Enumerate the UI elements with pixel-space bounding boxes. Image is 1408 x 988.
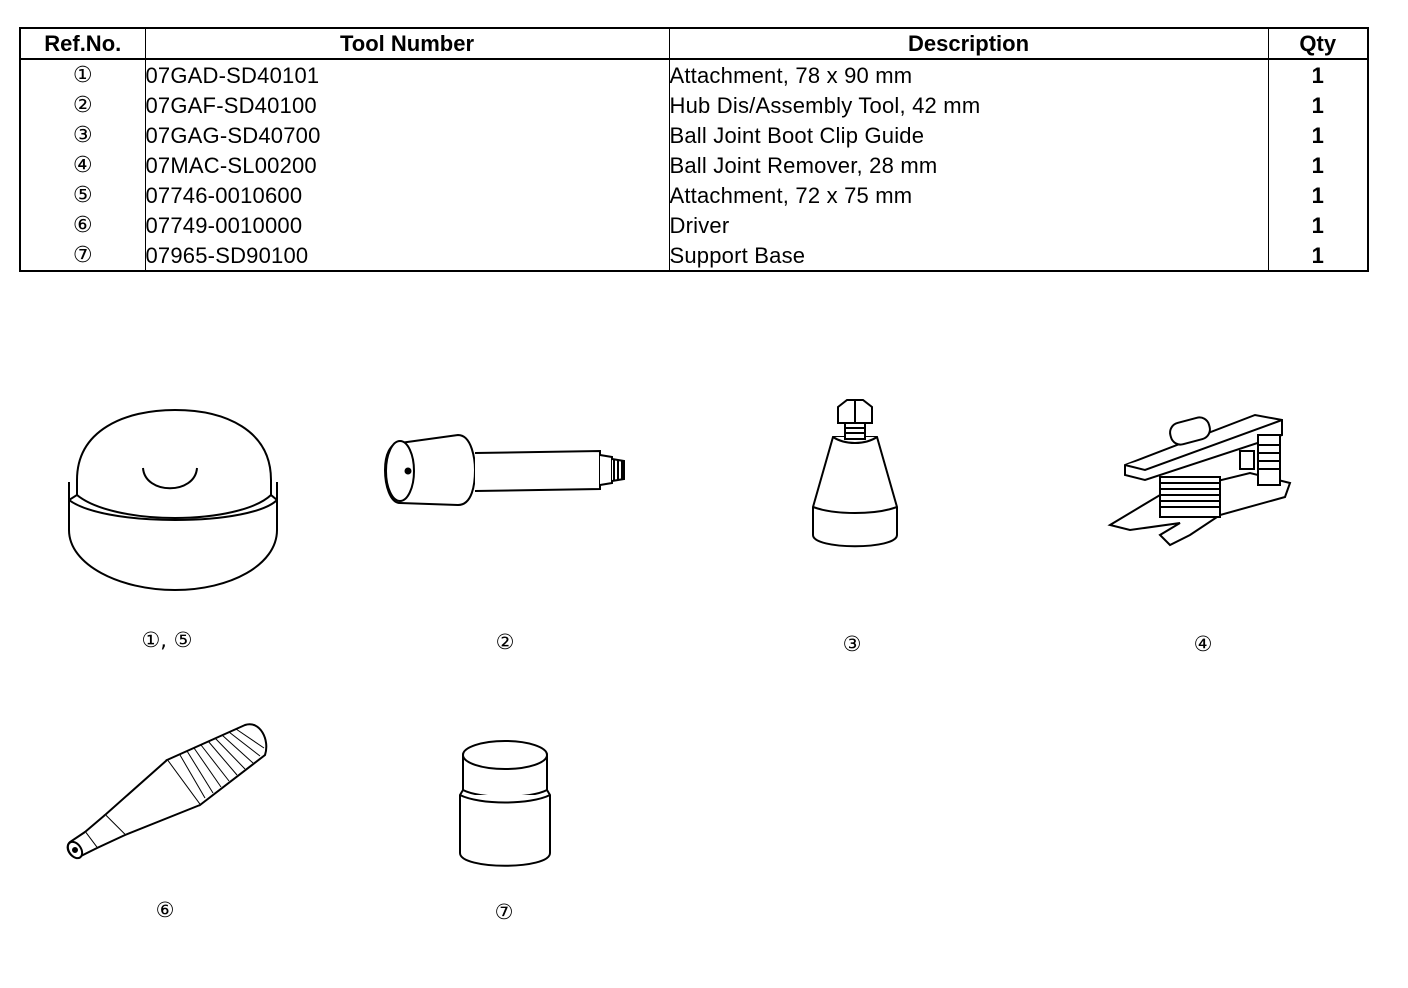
header-tool-number: Tool Number xyxy=(145,28,670,60)
clip-guide-illustration xyxy=(812,399,898,548)
cell-tool-number: 07GAF-SD40100 xyxy=(145,90,670,120)
caption-driver: ⑥ xyxy=(155,898,175,922)
table-row: ⑥ 07749-0010000 Driver 1 xyxy=(20,210,1368,240)
header-qty: Qty xyxy=(1268,28,1368,60)
cell-ref: ⑦ xyxy=(20,240,146,271)
ball-joint-remover-illustration xyxy=(1107,413,1292,547)
cell-description: Ball Joint Remover, 28 mm xyxy=(669,150,1269,180)
hub-tool-illustration xyxy=(383,433,625,507)
driver-illustration xyxy=(66,723,268,860)
cell-tool-number: 07965-SD90100 xyxy=(145,240,670,271)
attachment-illustration xyxy=(68,408,278,592)
caption-ball-joint-remover: ④ xyxy=(1193,632,1213,656)
cell-ref: ① xyxy=(20,59,146,90)
table-row: ⑤ 07746-0010600 Attachment, 72 x 75 mm 1 xyxy=(20,180,1368,210)
cell-tool-number: 07GAD-SD40101 xyxy=(145,59,670,90)
cell-ref: ⑤ xyxy=(20,180,146,210)
cell-qty: 1 xyxy=(1311,62,1324,88)
cell-tool-number: 07MAC-SL00200 xyxy=(145,150,670,180)
caption-hub-tool: ② xyxy=(495,630,515,654)
cell-qty: 1 xyxy=(1311,152,1324,178)
cell-ref: ② xyxy=(20,90,146,120)
cell-description: Attachment, 78 x 90 mm xyxy=(669,59,1269,90)
cell-tool-number: 07746-0010600 xyxy=(145,180,670,210)
tool-table: Ref.No. Tool Number Description Qty ① 07… xyxy=(19,27,1369,272)
table-header-row: Ref.No. Tool Number Description Qty xyxy=(20,28,1368,60)
cell-description: Support Base xyxy=(669,240,1269,271)
cell-qty: 1 xyxy=(1311,212,1324,238)
cell-qty: 1 xyxy=(1311,92,1324,118)
cell-description: Driver xyxy=(669,210,1269,240)
header-description: Description xyxy=(669,28,1269,60)
caption-support-base: ⑦ xyxy=(494,900,514,924)
cell-ref: ④ xyxy=(20,150,146,180)
table-row: ③ 07GAG-SD40700 Ball Joint Boot Clip Gui… xyxy=(20,120,1368,150)
header-ref-no: Ref.No. xyxy=(20,28,146,60)
cell-qty: 1 xyxy=(1311,182,1324,208)
cell-description: Attachment, 72 x 75 mm xyxy=(669,180,1269,210)
cell-ref: ③ xyxy=(20,120,146,150)
cell-tool-number: 07749-0010000 xyxy=(145,210,670,240)
cell-description: Hub Dis/Assembly Tool, 42 mm xyxy=(669,90,1269,120)
cell-ref: ⑥ xyxy=(20,210,146,240)
table-row: ④ 07MAC-SL00200 Ball Joint Remover, 28 m… xyxy=(20,150,1368,180)
table-row: ① 07GAD-SD40101 Attachment, 78 x 90 mm 1 xyxy=(20,59,1368,90)
caption-attachment: ①, ⑤ xyxy=(141,628,193,652)
cell-qty: 1 xyxy=(1311,122,1324,148)
cell-description: Ball Joint Boot Clip Guide xyxy=(669,120,1269,150)
cell-tool-number: 07GAG-SD40700 xyxy=(145,120,670,150)
caption-clip-guide: ③ xyxy=(842,632,862,656)
cell-qty: 1 xyxy=(1311,242,1324,268)
table-row: ⑦ 07965-SD90100 Support Base 1 xyxy=(20,240,1368,271)
table-row: ② 07GAF-SD40100 Hub Dis/Assembly Tool, 4… xyxy=(20,90,1368,120)
support-base-illustration xyxy=(459,740,551,867)
